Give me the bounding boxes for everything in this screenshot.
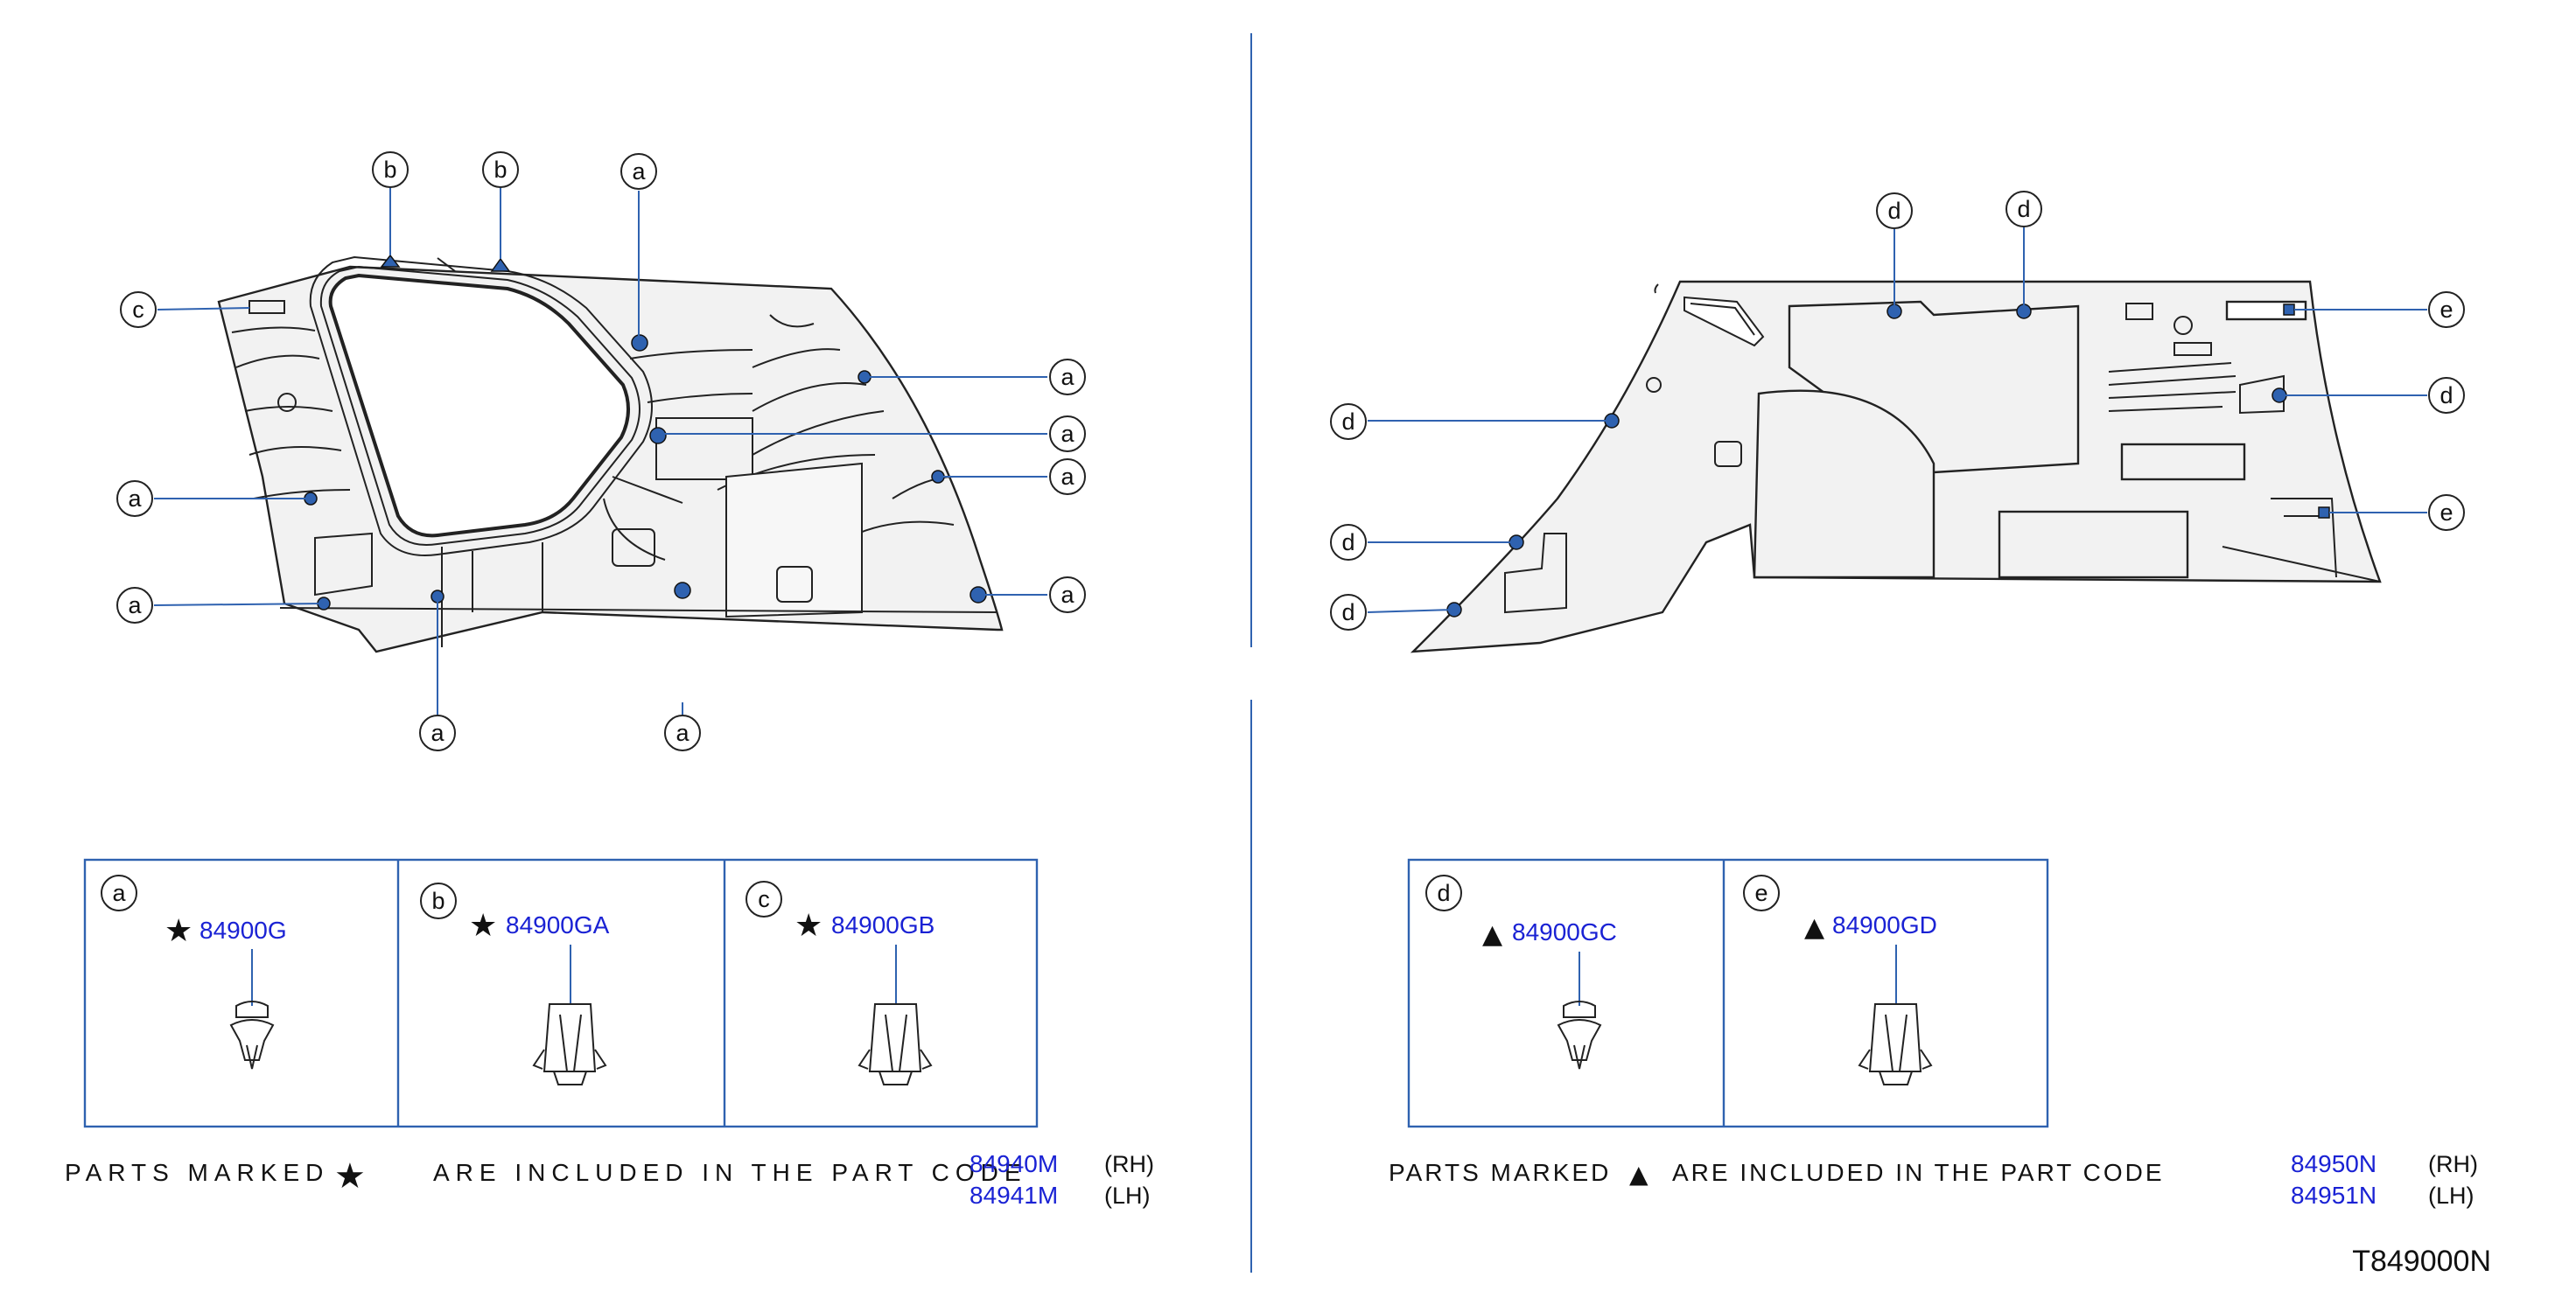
callout-a-right-1: a — [1049, 359, 1086, 395]
svg-text:a: a — [1060, 364, 1074, 390]
triangle-icon: ▲ — [1804, 912, 1824, 943]
part-code-c[interactable]: 84900GB — [831, 911, 934, 939]
star-icon: ★ — [164, 913, 192, 949]
svg-text:ARE INCLUDED IN THE PART: ARE INCLUDED IN THE PART CODE — [433, 1159, 1027, 1186]
star-icon: ★ — [334, 1156, 366, 1197]
callout-d-left-1: d — [1330, 403, 1367, 440]
callout-e-1: e — [2428, 291, 2465, 328]
triangle-icon: ▲ — [1482, 919, 1502, 950]
part-code-rh[interactable]: 84950N — [2291, 1150, 2376, 1177]
callout-a-top: a — [620, 153, 657, 190]
clip-e1 — [2283, 304, 2295, 316]
legend-cell-b: b ★ 84900GA — [420, 883, 610, 1085]
svg-text:b: b — [383, 157, 396, 183]
svg-text:d: d — [1887, 198, 1900, 224]
svg-text:e: e — [2440, 297, 2453, 323]
push-clip-icon — [1557, 1001, 1602, 1070]
legend-cell-e: e ▲ 84900GD — [1743, 875, 1937, 1085]
clip-b1 — [380, 254, 401, 268]
legend-right: d ▲ 84900GC e ▲ 84900GD — [1407, 858, 2049, 1128]
callout-a-left-1: a — [116, 480, 153, 517]
callout-e-2: e — [2428, 494, 2465, 531]
push-clip-icon — [229, 1001, 275, 1070]
svg-text:e: e — [2440, 499, 2453, 526]
callout-c: c — [120, 291, 157, 328]
svg-text:(RH): (RH) — [1104, 1151, 1154, 1177]
svg-text:a: a — [632, 158, 646, 185]
callout-a-left-2: a — [116, 587, 153, 624]
svg-text:a: a — [112, 880, 126, 906]
star-icon: ★ — [469, 908, 497, 944]
callout-a-right-2: a — [1049, 415, 1086, 452]
svg-text:a: a — [128, 485, 142, 512]
right-leaders — [1367, 227, 2427, 613]
callout-d-left-3: d — [1330, 594, 1367, 631]
note-right: PARTS MARKED ▲ ARE INCLUDED IN THE PART … — [1389, 1150, 2478, 1209]
part-code-a[interactable]: 84900G — [200, 917, 287, 944]
svg-text:(LH): (LH) — [1104, 1183, 1151, 1209]
legend-cell-c: c ★ 84900GB — [746, 881, 934, 1085]
triangle-icon: ▲ — [1629, 1160, 1648, 1189]
svg-text:d: d — [1437, 880, 1450, 906]
svg-text:d: d — [1341, 408, 1354, 435]
callout-d-right: d — [2428, 377, 2465, 414]
svg-text:b: b — [431, 888, 444, 914]
svg-text:(RH): (RH) — [2428, 1151, 2478, 1177]
diagram-reference-number: T849000N — [2352, 1245, 2491, 1278]
svg-text:c: c — [758, 886, 770, 912]
svg-text:e: e — [1754, 880, 1768, 906]
note-left: PARTS MARKED ★ ARE INCLUDED IN THE PART … — [65, 1150, 1154, 1209]
svg-text:c: c — [132, 297, 144, 323]
clip-e2 — [2318, 506, 2330, 519]
legend-cell-a: a ★ 84900G — [101, 875, 287, 1070]
svg-text:b: b — [494, 157, 507, 183]
svg-text:a: a — [1060, 582, 1074, 608]
svg-text:(LH): (LH) — [2428, 1183, 2474, 1209]
callout-d-top-2: d — [2006, 191, 2042, 227]
part-code-d[interactable]: 84900GC — [1512, 918, 1617, 946]
clip-b2 — [490, 257, 511, 272]
callout-b-2: b — [482, 151, 519, 188]
part-code-lh[interactable]: 84951N — [2291, 1182, 2376, 1209]
svg-text:a: a — [128, 592, 142, 618]
svg-text:d: d — [2440, 382, 2453, 408]
part-code-lh[interactable]: 84941M — [970, 1182, 1058, 1209]
svg-text:ARE INCLUDED IN THE PART: ARE INCLUDED IN THE PART CODE — [1672, 1159, 2165, 1186]
part-code-e[interactable]: 84900GD — [1832, 911, 1937, 939]
svg-text:a: a — [1060, 464, 1074, 490]
left-clip-markers — [304, 254, 987, 611]
callout-a-right-4: a — [1049, 576, 1086, 613]
spring-clip-icon — [858, 1003, 933, 1085]
spring-clip-icon — [532, 1003, 607, 1085]
callout-d-left-2: d — [1330, 524, 1367, 561]
star-icon: ★ — [794, 908, 822, 944]
svg-text:PARTS MARKED: PARTS MARKED — [65, 1159, 329, 1186]
callout-a-right-3: a — [1049, 458, 1086, 495]
spring-clip-icon — [1858, 1003, 1933, 1085]
svg-text:a: a — [1060, 421, 1074, 447]
part-code-rh[interactable]: 84940M — [970, 1150, 1058, 1177]
left-leaders — [153, 188, 1047, 715]
callout-a-bottom-2: a — [664, 715, 701, 751]
callout-b-1: b — [372, 151, 409, 188]
clip-a9 — [674, 582, 691, 599]
clip-a3 — [649, 427, 667, 444]
svg-text:d: d — [1341, 529, 1354, 555]
svg-text:PARTS MARKED: PARTS MARKED — [1389, 1159, 1611, 1186]
left-trim-panel — [217, 255, 1004, 653]
callout-d-top-1: d — [1876, 192, 1913, 229]
svg-text:d: d — [2017, 196, 2030, 222]
part-code-b[interactable]: 84900GA — [506, 911, 610, 939]
callout-a-bottom-1: a — [419, 715, 456, 751]
svg-text:a: a — [676, 720, 690, 746]
legend-left: a ★ 84900G b ★ 84900GA — [83, 858, 1039, 1128]
svg-text:a: a — [430, 720, 444, 746]
svg-text:d: d — [1341, 599, 1354, 625]
right-trim-panel — [1410, 280, 2382, 653]
legend-cell-d: d ▲ 84900GC — [1425, 875, 1617, 1070]
